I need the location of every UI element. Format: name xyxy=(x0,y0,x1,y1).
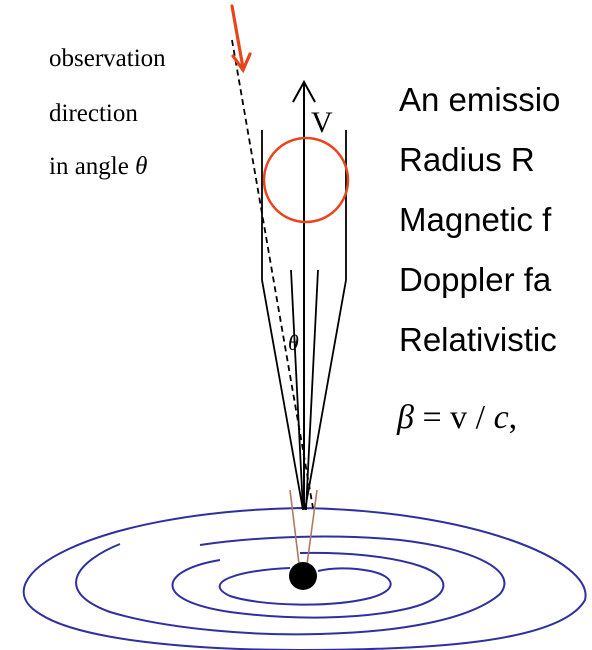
jet-cone xyxy=(261,130,347,511)
jet-base-lines xyxy=(289,489,318,573)
jet-right-edge xyxy=(304,130,347,511)
beta-formula: β = v / c, xyxy=(397,401,517,435)
angle-label: θ xyxy=(288,330,299,355)
desc-line-1: An emissio xyxy=(399,81,561,118)
observation-label-theta: θ xyxy=(135,153,148,180)
disk-spiral-4 xyxy=(218,567,392,606)
jet-base-left xyxy=(289,489,301,573)
velocity-axis xyxy=(292,79,316,508)
observation-arrow-shaft xyxy=(230,4,245,70)
desc-line-2: Radius R xyxy=(399,141,535,178)
formula-comma: , xyxy=(508,399,518,436)
desc-line-4: Doppler fa xyxy=(399,261,552,298)
formula-beta: β xyxy=(397,399,414,436)
jet-base-right xyxy=(305,489,318,573)
disk-spiral-3 xyxy=(171,551,445,619)
velocity-label: V xyxy=(311,106,333,139)
desc-line-5: Relativistic xyxy=(399,321,557,358)
jet-inner-left xyxy=(290,269,304,511)
formula-equals: = v / xyxy=(413,399,494,436)
black-hole xyxy=(289,562,317,590)
observation-label-line3: in angle θ xyxy=(49,154,147,179)
observation-arrowhead xyxy=(231,52,252,74)
formula-c: c xyxy=(493,399,509,436)
emission-blob xyxy=(262,136,350,224)
desc-line-3: Magnetic f xyxy=(399,201,552,238)
velocity-arrowhead xyxy=(292,79,316,103)
jet-left-edge xyxy=(261,130,304,511)
observation-label-prefix: in angle xyxy=(49,153,136,180)
observation-arrow xyxy=(230,4,252,74)
observation-label-line1: observation xyxy=(49,45,166,72)
jet-inner-right xyxy=(305,269,319,511)
observation-line xyxy=(231,39,314,509)
observation-label-line2: direction xyxy=(49,100,138,127)
disk-spiral-2 xyxy=(75,535,506,636)
